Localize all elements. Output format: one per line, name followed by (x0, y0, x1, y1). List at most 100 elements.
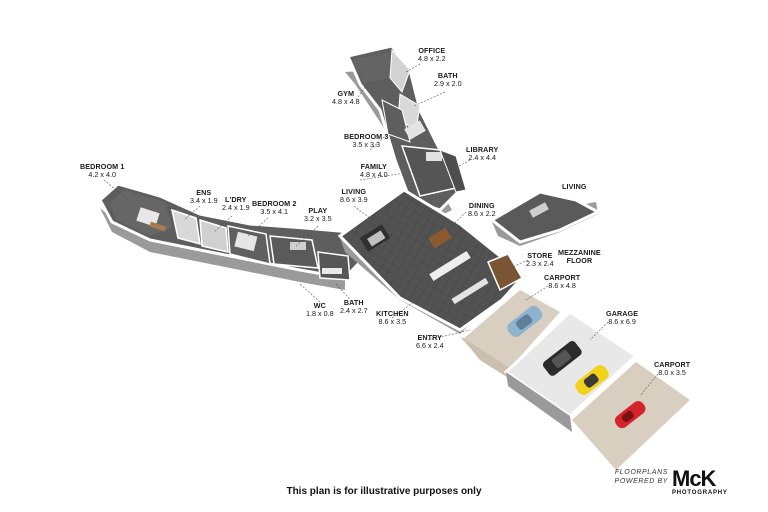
label-mezzanine: MEZZANINE FLOOR (558, 248, 601, 266)
left-wing-wall-side (100, 208, 345, 290)
gym-floor (352, 52, 398, 84)
mezzanine-floor (489, 190, 602, 244)
upper-wing (345, 44, 467, 216)
brand-logo: McK (672, 466, 716, 491)
label-library: LIBRARY 2.4 x 4.4 (466, 145, 499, 163)
office-dim: 4.8 x 2.2 (418, 54, 446, 64)
label-living-mezz: LIVING (562, 182, 587, 191)
label-bath-lower: BATH 2.4 x 2.7 (340, 298, 368, 316)
bath-upper-dim: 2.9 x 2.0 (434, 79, 462, 89)
library-dim: 2.4 x 4.4 (468, 153, 496, 163)
dining-table (428, 227, 452, 249)
store-floor (487, 253, 524, 292)
living-dim: 8.6 x 3.9 (340, 195, 368, 205)
carport-2-dim: 8.0 x 3.5 (658, 368, 686, 378)
bath-lower-name: BATH (343, 298, 364, 307)
gym-name: GYM (337, 89, 355, 98)
dining-dim: 8.6 x 2.2 (468, 209, 496, 219)
car-yellow (575, 365, 609, 395)
garage-wall-side (506, 372, 572, 432)
label-garage: GARAGE 8.6 x 6.9 (606, 309, 639, 327)
label-office: OFFICE 4.8 x 2.2 (418, 46, 446, 64)
label-carport-1: CARPORT 8.6 x 4.8 (544, 273, 581, 291)
bedroom-1-dim: 4.2 x 4.0 (88, 170, 116, 180)
kitchen-name: KITCHEN (376, 309, 409, 318)
leader-lines (103, 63, 659, 397)
garage-dim: 8.6 x 6.9 (608, 317, 636, 327)
car-blue (507, 305, 543, 337)
ens-dim: 3.4 x 1.9 (190, 196, 218, 206)
ens-name: ENS (196, 188, 212, 197)
play-floor (269, 235, 319, 269)
family-sofa (426, 152, 442, 161)
family-name: FAMILY (360, 162, 387, 171)
label-bath-upper: BATH 2.9 x 2.0 (434, 71, 462, 89)
living-name: LIVING (341, 187, 367, 196)
wc-name: WC (313, 301, 326, 310)
garage-floor (503, 310, 639, 418)
entry-dim: 6.6 x 2.4 (416, 341, 444, 351)
store-dim: 2.3 x 2.4 (526, 259, 554, 269)
label-family: FAMILY 4.8 x 4.0 (360, 162, 388, 180)
label-store: STORE 2.3 x 2.4 (526, 251, 554, 269)
bedroom-3-name: BEDROOM 3 (344, 132, 389, 141)
bath-tub (322, 268, 342, 274)
bath-lower-dim: 2.4 x 2.7 (340, 306, 368, 316)
bed-2 (234, 231, 258, 252)
mezzanine-name: MEZZANINE (558, 248, 601, 257)
ldry-floor (199, 218, 229, 253)
label-ldry: L'DRY 2.4 x 1.9 (222, 195, 250, 212)
bedroom-2-name: BEDROOM 2 (252, 199, 297, 208)
kitchen-dim: 8.6 x 3.5 (378, 317, 407, 327)
label-kitchen: KITCHEN 8.6 x 3.5 (376, 309, 409, 327)
mezzanine-floor-word: FLOOR (566, 256, 593, 266)
kitchen-bench (451, 277, 489, 305)
mezzanine-block (489, 190, 602, 246)
kitchen-island (429, 250, 471, 282)
carport-2-name: CARPORT (654, 360, 691, 369)
entry-name: ENTRY (417, 333, 443, 342)
car-red (614, 401, 646, 429)
disclaimer-text: This plan is for illustrative purposes o… (286, 486, 482, 497)
label-carport-2: CARPORT 8.0 x 3.5 (654, 360, 691, 378)
dining-name: DINING (468, 201, 495, 210)
carport-1-name: CARPORT (544, 273, 581, 282)
play-name: PLAY (308, 206, 328, 215)
bedroom-3-floor (381, 99, 411, 143)
wc-dim: 1.8 x 0.8 (306, 309, 334, 319)
carport-1-dim: 8.6 x 4.8 (548, 281, 576, 291)
label-entry: ENTRY 6.6 x 2.4 (416, 333, 444, 351)
ens-floor (170, 208, 201, 246)
bedroom-2-dim: 3.5 x 4.1 (260, 207, 288, 217)
play-dim: 3.2 x 3.5 (304, 214, 332, 224)
office-floor (389, 48, 411, 93)
living-rug (367, 230, 386, 247)
brand-powered-by: FLOORPLANS POWERED BY (614, 469, 668, 485)
label-wc: WC 1.8 x 0.8 (306, 301, 334, 319)
label-bedroom-3: BEDROOM 3 3.5 x 3.3 (344, 132, 389, 150)
ldry-name: L'DRY (225, 195, 247, 204)
family-dim: 4.8 x 4.0 (360, 170, 388, 180)
store-name: STORE (527, 251, 553, 260)
label-dining: DINING 8.6 x 2.2 (468, 201, 496, 219)
left-wing (98, 182, 362, 290)
gym-dim: 4.8 x 4.8 (332, 97, 360, 107)
car-black (542, 340, 582, 376)
wardrobe-1 (149, 221, 167, 232)
garage-name: GARAGE (606, 309, 639, 318)
library-name: LIBRARY (466, 145, 499, 154)
brand-sub: PHOTOGRAPHY (672, 490, 728, 496)
central-floor (337, 188, 522, 332)
brand-mark: FLOORPLANS POWERED BY McK PHOTOGRAPHY (608, 466, 740, 500)
bath-upper-name: BATH (437, 71, 458, 80)
label-bedroom-1: BEDROOM 1 4.2 x 4.0 (80, 162, 125, 180)
office-name: OFFICE (418, 46, 446, 55)
garage-block (460, 290, 690, 470)
bath-lower-floor (317, 251, 351, 281)
central-block (337, 188, 524, 334)
bedroom-1-name: BEDROOM 1 (80, 162, 125, 171)
mezzanine-desk (529, 202, 549, 218)
bedroom-3-dim: 3.5 x 3.3 (352, 140, 380, 150)
label-play: PLAY 3.2 x 3.5 (304, 206, 332, 224)
